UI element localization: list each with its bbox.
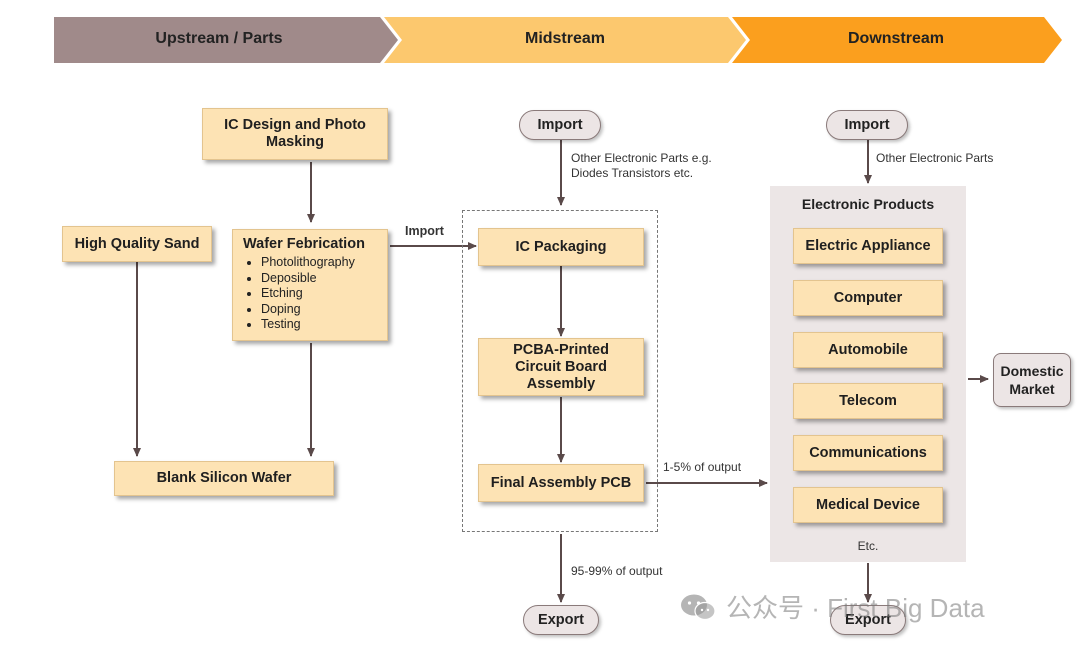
product-automobile: Automobile: [793, 332, 943, 368]
wafer-step: Photolithography: [261, 255, 355, 271]
midstream-import-note: Other Electronic Parts e.g. Diodes Trans…: [571, 151, 712, 181]
stage-downstream-label: Downstream: [847, 30, 945, 47]
products-etc-label: Etc.: [857, 539, 879, 553]
product-medical-device: Medical Device: [793, 487, 943, 523]
stage-upstream-label: Upstream / Parts: [155, 30, 283, 47]
export-output-label: 95-99% of output: [571, 564, 663, 578]
watermark-text: 公众号 · First Big Data: [726, 593, 985, 623]
midstream-banner: [384, 17, 746, 63]
product-communications: Communications: [793, 435, 943, 471]
product-telecom: Telecom: [793, 383, 943, 419]
midstream-import-note-line: Diodes Transistors etc.: [571, 166, 694, 180]
downstream-export-pill: Export: [830, 605, 906, 635]
domestic-output-label: 1-5% of output: [663, 460, 742, 474]
stage-midstream-label: Midstream: [524, 30, 606, 47]
pcba-box: PCBA-Printed Circuit Board Assembly: [478, 338, 644, 396]
midstream-import-pill: Import: [519, 110, 601, 140]
ic-design-box: IC Design and Photo Masking: [202, 108, 388, 160]
product-computer: Computer: [793, 280, 943, 316]
wafer-fabrication-title: Wafer Febrication: [243, 236, 365, 252]
wafer-step: Etching: [261, 286, 355, 302]
downstream-banner: [732, 17, 1062, 63]
high-quality-sand-box: High Quality Sand: [62, 226, 212, 262]
wafer-step: Doping: [261, 302, 355, 318]
midstream-import-note-line: Other Electronic Parts e.g.: [571, 151, 712, 165]
wafer-fabrication-box: Wafer Febrication Photolithography Depos…: [232, 229, 388, 341]
wafer-steps-list: Photolithography Deposible Etching Dopin…: [247, 255, 355, 333]
blank-silicon-wafer-box: Blank Silicon Wafer: [114, 461, 334, 496]
downstream-import-pill: Import: [826, 110, 908, 140]
wafer-step: Deposible: [261, 271, 355, 287]
final-assembly-pcb-box: Final Assembly PCB: [478, 464, 644, 502]
domestic-market-box: Domestic Market: [993, 353, 1071, 407]
wafer-step: Testing: [261, 317, 355, 333]
upstream-banner: [54, 17, 398, 63]
ic-packaging-box: IC Packaging: [478, 228, 644, 266]
downstream-import-note: Other Electronic Parts: [876, 151, 994, 165]
product-electric-appliance: Electric Appliance: [793, 228, 943, 264]
midstream-export-pill: Export: [523, 605, 599, 635]
watermark: 公众号 · First Big Data: [680, 588, 985, 625]
wechat-icon: [681, 594, 716, 620]
import-arrow-label: Import: [405, 224, 444, 238]
electronic-products-title: Electronic Products: [801, 196, 935, 212]
midstream-dashed-group: [462, 210, 658, 532]
